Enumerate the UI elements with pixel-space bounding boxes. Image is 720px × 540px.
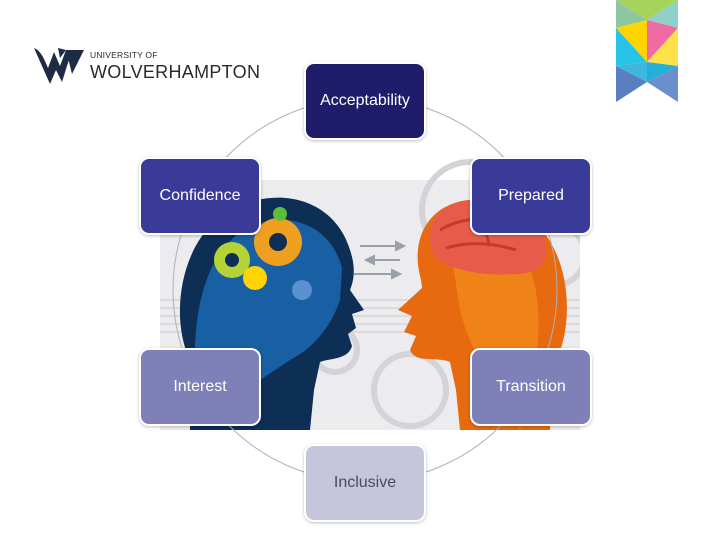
colored-bookmark-icon xyxy=(616,0,678,102)
node-inclusive: Inclusive xyxy=(304,444,426,522)
node-interest: Interest xyxy=(139,348,261,426)
node-prepared: Prepared xyxy=(470,157,592,235)
node-prepared-label: Prepared xyxy=(498,187,564,204)
logo-line-1: UNIVERSITY OF xyxy=(90,50,158,60)
node-inclusive-label: Inclusive xyxy=(333,474,397,491)
node-acceptability-label: Acceptability xyxy=(320,92,410,109)
node-acceptability: Acceptability xyxy=(304,62,426,140)
university-logo: UNIVERSITY OF WOLVERHAMPTON xyxy=(32,44,260,88)
node-confidence: Confidence xyxy=(139,157,261,235)
node-transition-label: Transition xyxy=(496,378,566,395)
logo-line-2: WOLVERHAMPTON xyxy=(90,62,261,82)
university-wolf-logo-icon xyxy=(34,48,84,84)
node-confidence-label: Confidence xyxy=(159,187,241,204)
node-interest-label: Interest xyxy=(173,378,227,395)
node-transition: Transition xyxy=(470,348,592,426)
